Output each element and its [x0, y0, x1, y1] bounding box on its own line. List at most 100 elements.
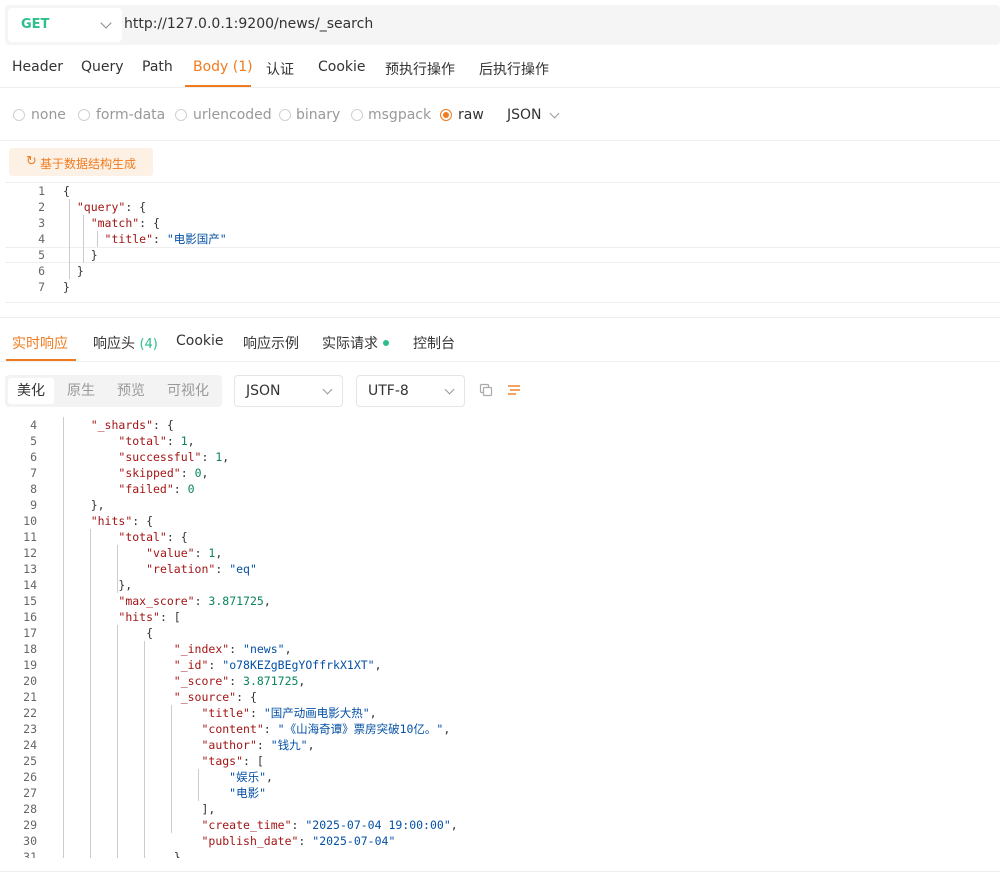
line-number: 8: [30, 482, 37, 496]
response-code-line: }: [63, 850, 181, 858]
indent-guide: [171, 705, 172, 833]
line-number: 23: [23, 722, 37, 736]
line-number: 3: [38, 216, 45, 230]
tab-header[interactable]: Header: [12, 59, 63, 75]
line-number: 20: [23, 674, 37, 688]
radio-msgpack[interactable]: [351, 109, 363, 121]
body-type-options: none form-data urlencoded binary msgpack…: [0, 100, 1000, 132]
response-code-line: "relation": "eq": [146, 562, 257, 576]
response-code-line: "author": "钱九",: [201, 738, 315, 752]
radio-raw[interactable]: [440, 109, 452, 121]
request-code-line: {: [63, 184, 70, 198]
request-code-line: "match": {: [90, 216, 160, 230]
radio-none[interactable]: [13, 109, 25, 121]
tab-response-headers-label: 响应头: [93, 336, 135, 352]
indent-guide: [117, 625, 118, 858]
chevron-down-icon: [100, 17, 112, 29]
radio-label-urlencoded[interactable]: urlencoded: [193, 107, 272, 123]
line-number: 26: [23, 770, 37, 784]
radio-binary[interactable]: [279, 109, 291, 121]
encoding-select[interactable]: UTF-8: [356, 375, 465, 407]
chevron-down-icon: [444, 384, 455, 395]
radio-label-binary[interactable]: binary: [296, 107, 341, 123]
response-code-line: "_source": {: [173, 690, 257, 704]
line-number: 24: [23, 738, 37, 752]
request-code-line: }: [63, 264, 84, 278]
radio-label-none[interactable]: none: [31, 107, 66, 123]
tab-cookie[interactable]: Cookie: [318, 59, 366, 75]
line-number: 29: [23, 818, 37, 832]
active-tab-indicator: [6, 359, 76, 361]
response-code-line: ],: [63, 802, 216, 816]
chevron-down-icon: [549, 108, 560, 119]
tab-auth[interactable]: 认证: [266, 62, 294, 78]
line-number: 6: [30, 450, 37, 464]
indent-guide: [198, 769, 199, 801]
active-line-highlight: [5, 247, 1000, 263]
radio-form-data[interactable]: [78, 109, 90, 121]
tab-pre-script[interactable]: 预执行操作: [385, 62, 455, 78]
panel-divider: [0, 317, 1000, 318]
copy-icon[interactable]: [479, 383, 493, 397]
request-code-line: }: [63, 248, 98, 262]
tab-query[interactable]: Query: [81, 59, 124, 75]
method-select[interactable]: GET: [8, 8, 122, 42]
line-number: 10: [23, 514, 37, 528]
tab-actual-request[interactable]: 实际请求: [322, 336, 378, 352]
line-number: 21: [23, 690, 37, 704]
response-code-line: },: [63, 498, 105, 512]
indent-guide: [63, 417, 64, 858]
view-visualize[interactable]: 可视化: [167, 383, 209, 399]
response-code-line: "_shards": {: [90, 418, 174, 432]
response-code-line: "skipped": 0,: [118, 466, 209, 480]
radio-urlencoded[interactable]: [175, 109, 187, 121]
chevron-down-icon: [322, 384, 333, 395]
radio-label-raw[interactable]: raw: [458, 107, 484, 123]
line-number: 7: [38, 280, 45, 294]
response-format-label: JSON: [246, 383, 281, 399]
tab-response-cookie[interactable]: Cookie: [176, 333, 224, 349]
response-tabs: 实时响应 响应头 (4) Cookie 响应示例 实际请求 控制台: [0, 324, 1000, 362]
line-number: 25: [23, 754, 37, 768]
line-number: 30: [23, 834, 37, 848]
response-code-line: "hits": [: [118, 610, 181, 624]
response-code-line: "create_time": "2025-07-04 19:00:00",: [201, 818, 458, 832]
body-toolbar: ↻ 基于数据结构生成: [0, 140, 1000, 182]
tab-live-response[interactable]: 实时响应: [12, 336, 68, 352]
url-input[interactable]: http://127.0.0.1:9200/news/_search: [124, 16, 374, 32]
line-number: 19: [23, 658, 37, 672]
radio-label-form-data[interactable]: form-data: [96, 107, 166, 123]
response-code-line: "tags": [: [201, 754, 264, 768]
view-pretty[interactable]: 美化: [8, 378, 54, 404]
tab-body[interactable]: Body (1): [193, 59, 253, 75]
tab-post-script[interactable]: 后执行操作: [479, 62, 549, 78]
response-code-line: "total": {: [118, 530, 188, 544]
line-number: 11: [23, 530, 37, 544]
tab-path[interactable]: Path: [142, 59, 173, 75]
body-format-select[interactable]: JSON: [507, 107, 542, 123]
tab-response-example[interactable]: 响应示例: [243, 336, 299, 352]
response-code-line: "_index": "news",: [173, 642, 292, 656]
request-code-line: "title": "电影国产": [104, 232, 227, 246]
radio-label-msgpack[interactable]: msgpack: [368, 107, 432, 123]
tab-response-headers[interactable]: 响应头 (4): [93, 333, 158, 353]
view-raw[interactable]: 原生: [67, 383, 95, 399]
indent-guide: [144, 641, 145, 858]
tab-console[interactable]: 控制台: [413, 336, 455, 352]
response-format-select[interactable]: JSON: [234, 375, 343, 407]
response-body-code: "_shards": { "total": 1, "successful": 1…: [63, 417, 458, 858]
line-number: 5: [30, 434, 37, 448]
url-bar: GET http://127.0.0.1:9200/news/_search: [5, 5, 1000, 45]
request-code-line: }: [63, 280, 70, 294]
line-number: 28: [23, 802, 37, 816]
method-label: GET: [21, 17, 50, 32]
format-icon[interactable]: [507, 383, 521, 397]
response-code-line: "title": "国产动画电影大热",: [201, 706, 377, 720]
response-headers-count: (4): [139, 337, 158, 352]
response-code-line: "successful": 1,: [118, 450, 230, 464]
generate-from-schema-button[interactable]: ↻ 基于数据结构生成: [9, 148, 153, 176]
view-preview[interactable]: 预览: [117, 383, 145, 399]
